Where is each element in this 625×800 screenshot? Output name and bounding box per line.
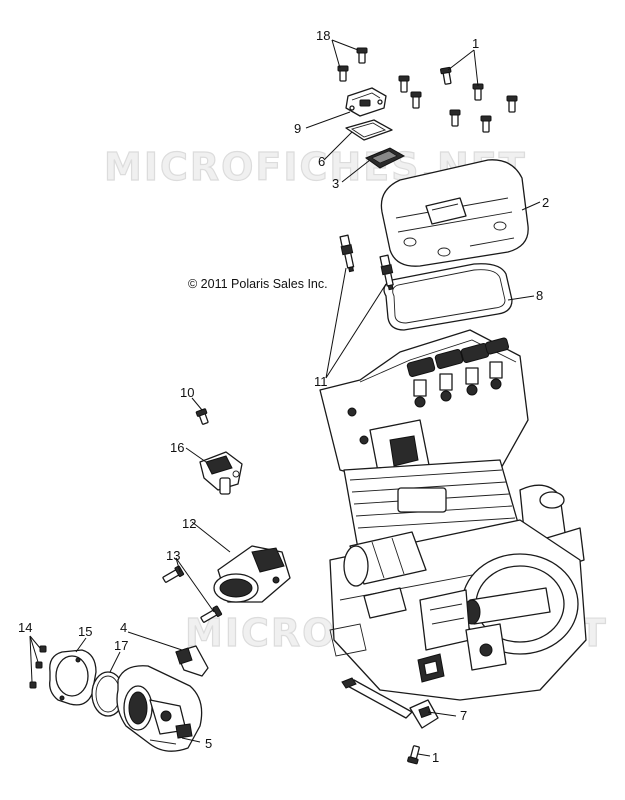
sensor-part-9 bbox=[345, 87, 387, 117]
callout-17: 17 bbox=[114, 638, 128, 653]
callout-3: 3 bbox=[332, 176, 339, 191]
callout-5: 5 bbox=[205, 736, 212, 751]
sensor-part-16 bbox=[199, 451, 243, 495]
callout-18: 18 bbox=[316, 28, 330, 43]
dipstick-part-7 bbox=[341, 677, 439, 729]
bolts-part-18 bbox=[337, 47, 368, 82]
intake-adapter-part-12 bbox=[213, 545, 291, 603]
callout-8: 8 bbox=[536, 288, 543, 303]
engine-assembly bbox=[319, 329, 587, 701]
copyright-text: © 2011 Polaris Sales Inc. bbox=[188, 277, 328, 291]
sensor-connector-part-7-body bbox=[417, 653, 445, 683]
callout-13: 13 bbox=[166, 548, 180, 563]
callout-4: 4 bbox=[120, 620, 127, 635]
bolts-part-13 bbox=[162, 565, 223, 623]
spark-plugs-part-11 bbox=[339, 234, 394, 291]
plate-part-3 bbox=[364, 147, 406, 169]
bolt-part-1-bottom bbox=[407, 745, 420, 765]
callout-14: 14 bbox=[18, 620, 32, 635]
bolts-part-1-top bbox=[398, 66, 518, 133]
callout-7: 7 bbox=[460, 708, 467, 723]
callout-2: 2 bbox=[542, 195, 549, 210]
callout-1-top: 1 bbox=[472, 36, 479, 51]
rocker-arms bbox=[406, 337, 510, 408]
throttle-body-part-5 bbox=[116, 665, 203, 752]
sensor-part-4 bbox=[175, 645, 209, 677]
callout-9: 9 bbox=[294, 121, 301, 136]
callout-labels: 1 18 9 6 3 2 8 11 10 16 12 13 4 14 15 17… bbox=[18, 28, 549, 765]
callout-15: 15 bbox=[78, 624, 92, 639]
gasket-part-6 bbox=[345, 119, 393, 141]
callout-6: 6 bbox=[318, 154, 325, 169]
callout-16: 16 bbox=[170, 440, 184, 455]
gasket-part-8 bbox=[383, 263, 513, 331]
valve-cover-part-2 bbox=[380, 159, 529, 267]
callout-12: 12 bbox=[182, 516, 196, 531]
leader-lines bbox=[29, 39, 541, 757]
gasket-part-15 bbox=[49, 649, 97, 706]
bolt-part-10 bbox=[195, 408, 209, 425]
callout-11: 11 bbox=[314, 374, 328, 389]
callout-1-bottom: 1 bbox=[432, 750, 439, 765]
bolts-part-14 bbox=[29, 645, 47, 689]
callout-10: 10 bbox=[180, 385, 194, 400]
